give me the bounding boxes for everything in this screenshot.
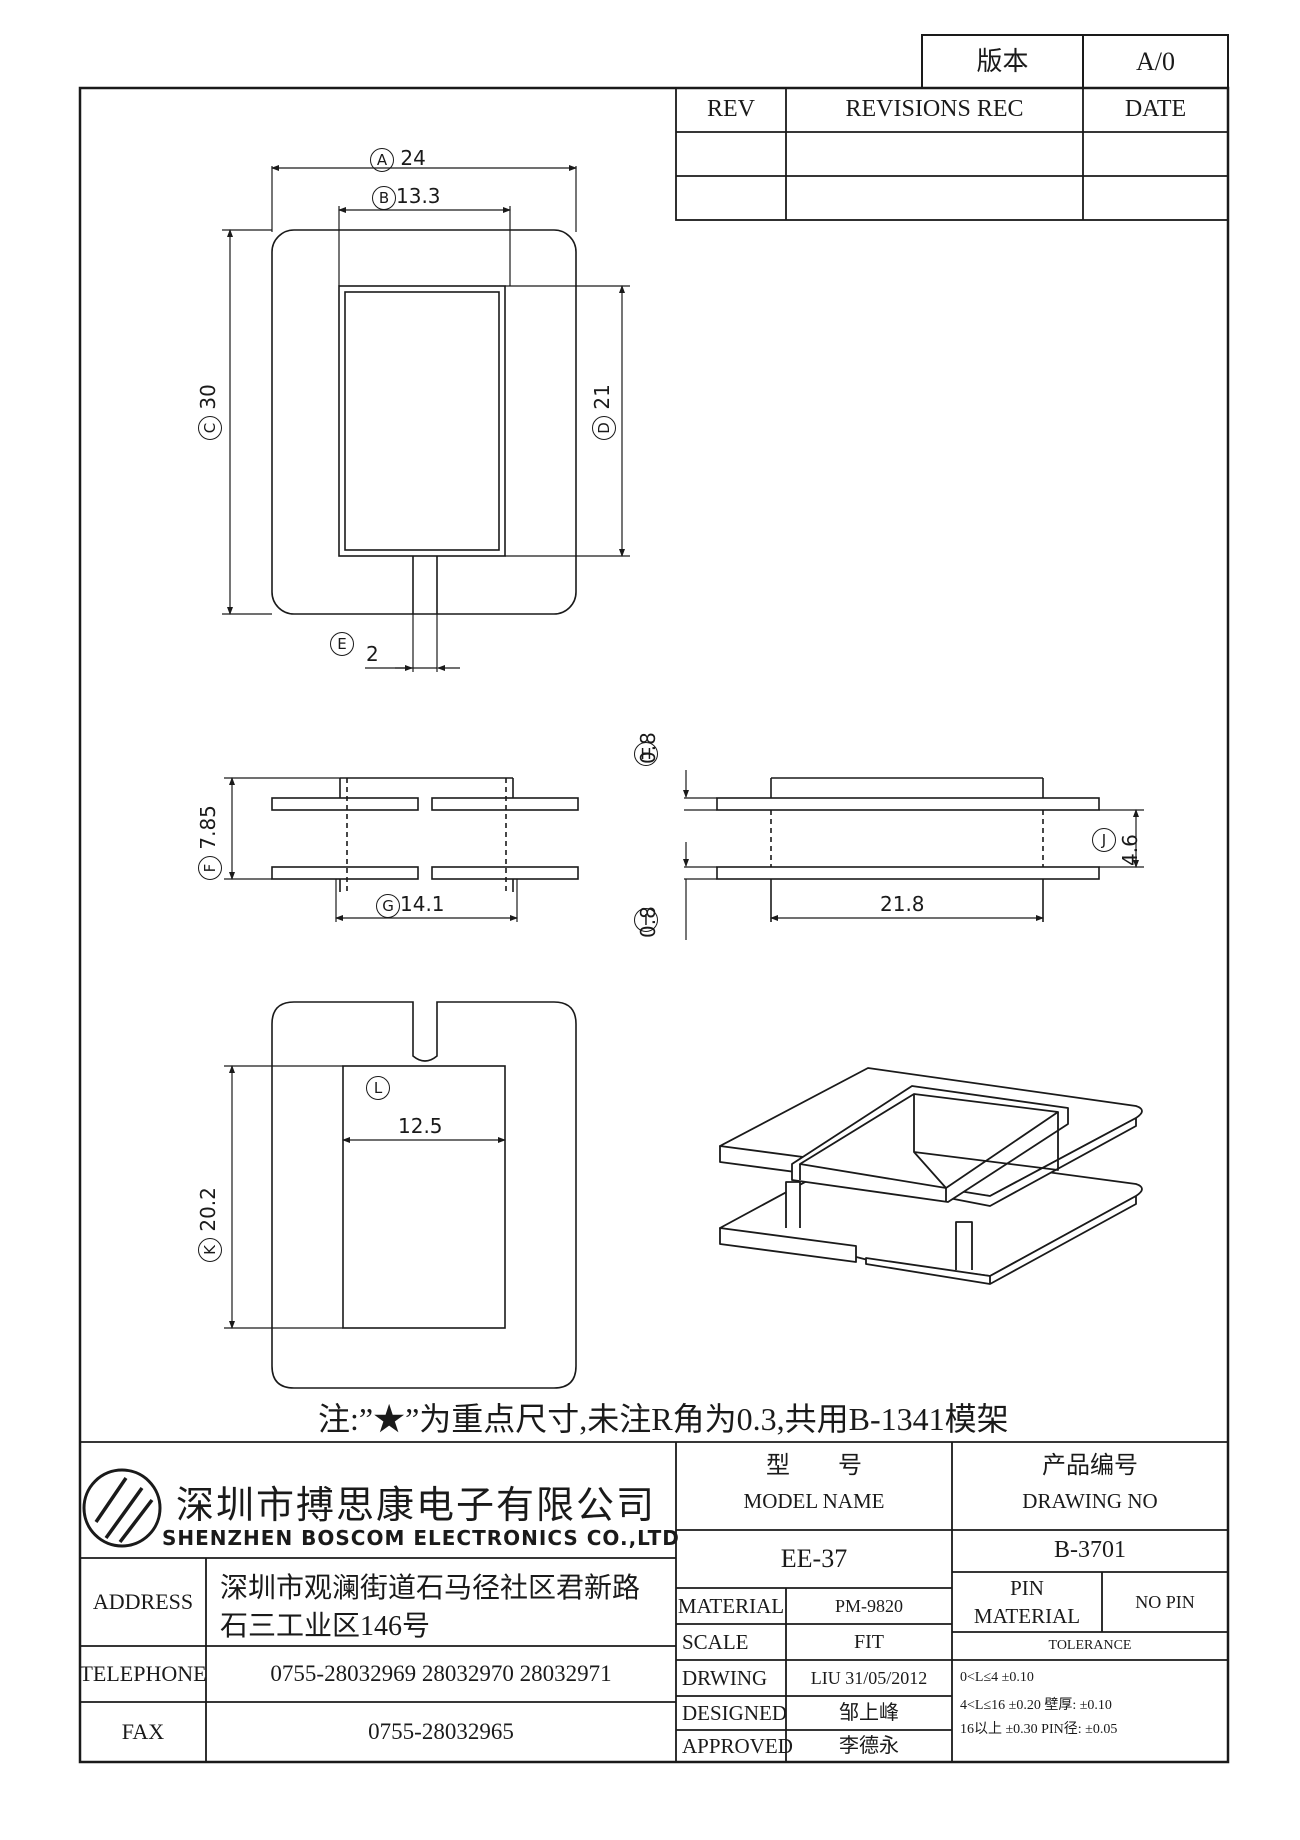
left-flange-bot-r [431,866,579,880]
material-value: PM-9820 [834,1595,903,1616]
side-view-right-dimensions [683,770,1144,940]
top-view-dimensions [222,165,630,672]
fax-value: 0755-28032965 [368,1718,514,1744]
bottom-view [271,1001,577,1389]
tolerance-row-3: 16以上 ±0.30 PIN径: ±0.05 [960,1722,1118,1737]
tolerance-label: TOLERANCE [1048,1637,1132,1653]
dim-a: A 24 [370,146,426,172]
dim-k-value: 20.2 [196,1187,220,1232]
bottom-view-flange [271,1001,577,1389]
dim-b-value: 13.3 [396,184,441,208]
dim-k: K 20.2 [196,1187,222,1262]
dim-c: C 30 [196,384,222,440]
dim-f-value: 7.85 [196,805,220,850]
circle-f: F [198,856,222,880]
side-view-left-dimensions [224,777,518,922]
address-line1: 深圳市观澜街道石马径社区君新路 [220,1573,641,1604]
side-view-right [716,777,1100,922]
revisions-table-frame [675,87,1229,221]
dim-w-value: 21.8 [880,892,925,916]
top-view-flange [271,229,577,615]
left-flange-bot-l [271,866,419,880]
dim-g-value: 14.1 [400,892,445,916]
circle-l: L [366,1076,390,1100]
version-label: 版本 [976,46,1029,76]
circle-a: A [370,148,394,172]
company-name-en: SHENZHEN BOSCOM ELECTRONICS CO.,LTD [162,1526,680,1550]
approved-value: 李德永 [839,1734,899,1757]
isometric-view [719,1067,1143,1285]
model-label-en: MODEL NAME [743,1488,885,1513]
top-view [271,229,577,615]
version-value: A/0 [1136,46,1175,76]
pin-material-label: MATERIAL [973,1603,1081,1628]
drwing-value: LIU 31/05/2012 [810,1667,928,1688]
top-view-window-outer [338,285,506,557]
sheet-border [78,86,1230,1764]
tolerance-row-2: 4<L≤16 ±0.20 壁厚: ±0.10 [960,1698,1112,1713]
dim-j-circle: J [1092,826,1116,852]
dim-i-circle: I [634,906,658,932]
right-flange-top [716,797,1100,811]
dim-l-circle: L [366,1074,390,1100]
circle-b: B [372,186,396,210]
rev-header: REV [707,96,755,123]
fax-label: FAX [121,1719,165,1745]
material-label: MATERIAL [677,1593,785,1618]
dim-e-value: 2 [366,642,379,666]
drawing-no-label-cell: 产品编号 DRAWING NO [952,1442,1228,1530]
dim-j-value: 4.6 [1118,834,1142,866]
right-flange-bot [716,866,1100,880]
dim-f: F 7.85 [196,805,222,880]
tolerance-row-1: 0<L≤4 ±0.10 [960,1670,1034,1685]
date-header: DATE [1124,96,1187,123]
dim-h-circle: H [634,740,658,766]
dim-d-value: 21 [590,384,614,410]
circle-e: E [330,632,354,656]
circle-d: D [592,416,616,440]
pin-value: NO PIN [1135,1591,1195,1612]
drwing-label: DRWING [682,1666,768,1690]
bottom-view-window [342,1065,506,1329]
dim-c-value: 30 [196,384,220,410]
telephone-label: TELEPHONE [79,1661,207,1687]
revisions-rec-header: REVISIONS REC [845,96,1024,123]
approved-label: APPROVED [682,1734,793,1758]
company-name-cn: 深圳市搏思康电子有限公司 [176,1485,657,1527]
telephone-value: 0755-28032969 28032970 28032971 [270,1660,612,1686]
drawing-no-label-cn: 产品编号 [1042,1453,1138,1480]
side-view-left [271,777,579,892]
top-view-window-inner [344,291,500,551]
bottom-view-dimensions [224,1065,506,1329]
circle-i: I [634,908,658,932]
designed-value: 邹上峰 [839,1701,899,1724]
model-label-cell: 型 号 MODEL NAME [676,1442,952,1530]
address-line2: 石三工业区146号 [220,1611,431,1642]
circle-g: G [376,894,400,918]
dim-d: D 21 [590,384,616,440]
left-flange-top-r [431,797,579,811]
left-flange-top-l [271,797,419,811]
dim-a-value: 24 [400,146,426,170]
pin-label: PIN [1010,1575,1044,1600]
scale-value: FIT [854,1630,884,1653]
circle-c: C [198,416,222,440]
model-label-cn: 型 号 [766,1453,862,1480]
designed-label: DESIGNED [682,1701,787,1725]
circle-k: K [198,1238,222,1262]
scale-label: SCALE [682,1630,749,1654]
model-value: EE-37 [780,1544,848,1574]
dim-l-value: 12.5 [398,1114,443,1138]
circle-j: J [1092,828,1116,852]
drawing-note: 注:”★”为重点尺寸,未注R角为0.3,共用B-1341模架 [318,1401,1009,1437]
dim-e: E [330,630,354,656]
circle-h: H [634,742,658,766]
drawing-no-label-en: DRAWING NO [1022,1488,1158,1513]
address-label: ADDRESS [92,1589,194,1615]
drawing-no-value: B-3701 [1054,1537,1126,1564]
pin-material-label-cell: PIN MATERIAL [952,1572,1102,1632]
